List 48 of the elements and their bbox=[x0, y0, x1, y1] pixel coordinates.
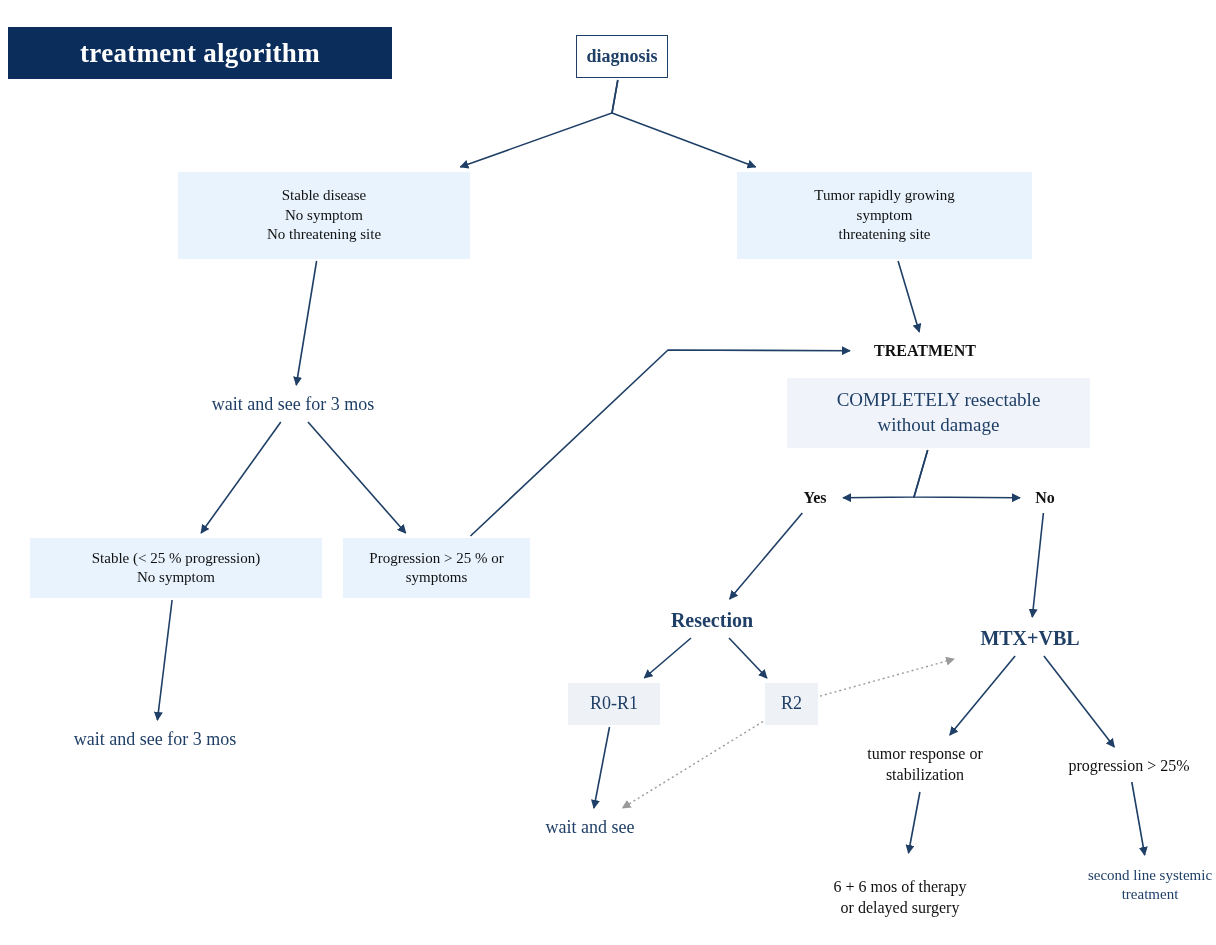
arrow bbox=[728, 637, 768, 679]
node-text: second line systemic treatment bbox=[1086, 865, 1214, 904]
process-box bbox=[787, 378, 1090, 448]
node-text: symptom bbox=[856, 205, 913, 225]
node-text: progression > 25% bbox=[1068, 755, 1190, 777]
arrow bbox=[469, 346, 851, 537]
arrow bbox=[1131, 781, 1148, 856]
node-text: MTX+VBL bbox=[980, 626, 1080, 651]
node-text: Yes bbox=[803, 487, 827, 508]
arrow bbox=[621, 720, 764, 809]
arrow bbox=[153, 599, 173, 721]
arrow bbox=[905, 791, 921, 854]
arrow bbox=[643, 637, 692, 679]
arrow bbox=[591, 726, 611, 809]
node-text: Progression > 25 % or symptoms bbox=[368, 548, 505, 587]
node-text: Resection bbox=[670, 608, 754, 633]
node-text: No threatening site bbox=[266, 225, 382, 245]
process-box bbox=[343, 538, 530, 598]
arrow bbox=[1043, 655, 1116, 748]
node-text: wait and see for 3 mos bbox=[211, 393, 375, 417]
title-banner: treatment algorithm bbox=[8, 27, 392, 79]
node-text: Stable disease bbox=[281, 186, 367, 206]
arrow bbox=[912, 449, 1021, 503]
node-text: Tumor rapidly growing bbox=[814, 186, 955, 206]
node-text: 6 + 6 mos of therapy or delayed surgery bbox=[832, 877, 968, 919]
node-text: R2 bbox=[781, 692, 802, 716]
node-text: tumor response or stabilization bbox=[866, 744, 984, 785]
node-text: threatening site bbox=[838, 225, 931, 245]
node-text: No symptom bbox=[285, 205, 363, 225]
node-text: COMPLETELY resectable without damage bbox=[835, 388, 1042, 437]
arrow bbox=[293, 260, 318, 386]
arrow bbox=[819, 656, 955, 697]
node-text: diagnosis bbox=[586, 44, 658, 68]
arrow bbox=[728, 512, 804, 600]
node-text: Stable (< 25 % progression) bbox=[91, 548, 261, 568]
arrow bbox=[1028, 512, 1045, 618]
process-box bbox=[576, 35, 668, 78]
node-text: wait and see for 3 mos bbox=[73, 728, 237, 752]
arrow bbox=[897, 260, 922, 333]
node-text: No bbox=[1035, 487, 1055, 508]
arrow bbox=[949, 655, 1016, 736]
arrow bbox=[200, 421, 282, 534]
node-text: TREATMENT bbox=[874, 340, 976, 361]
arrow bbox=[307, 421, 407, 534]
arrow bbox=[611, 79, 757, 169]
node-text: No symptom bbox=[137, 568, 215, 587]
node-text: wait and see bbox=[545, 816, 635, 840]
node-text: R0-R1 bbox=[590, 692, 638, 716]
